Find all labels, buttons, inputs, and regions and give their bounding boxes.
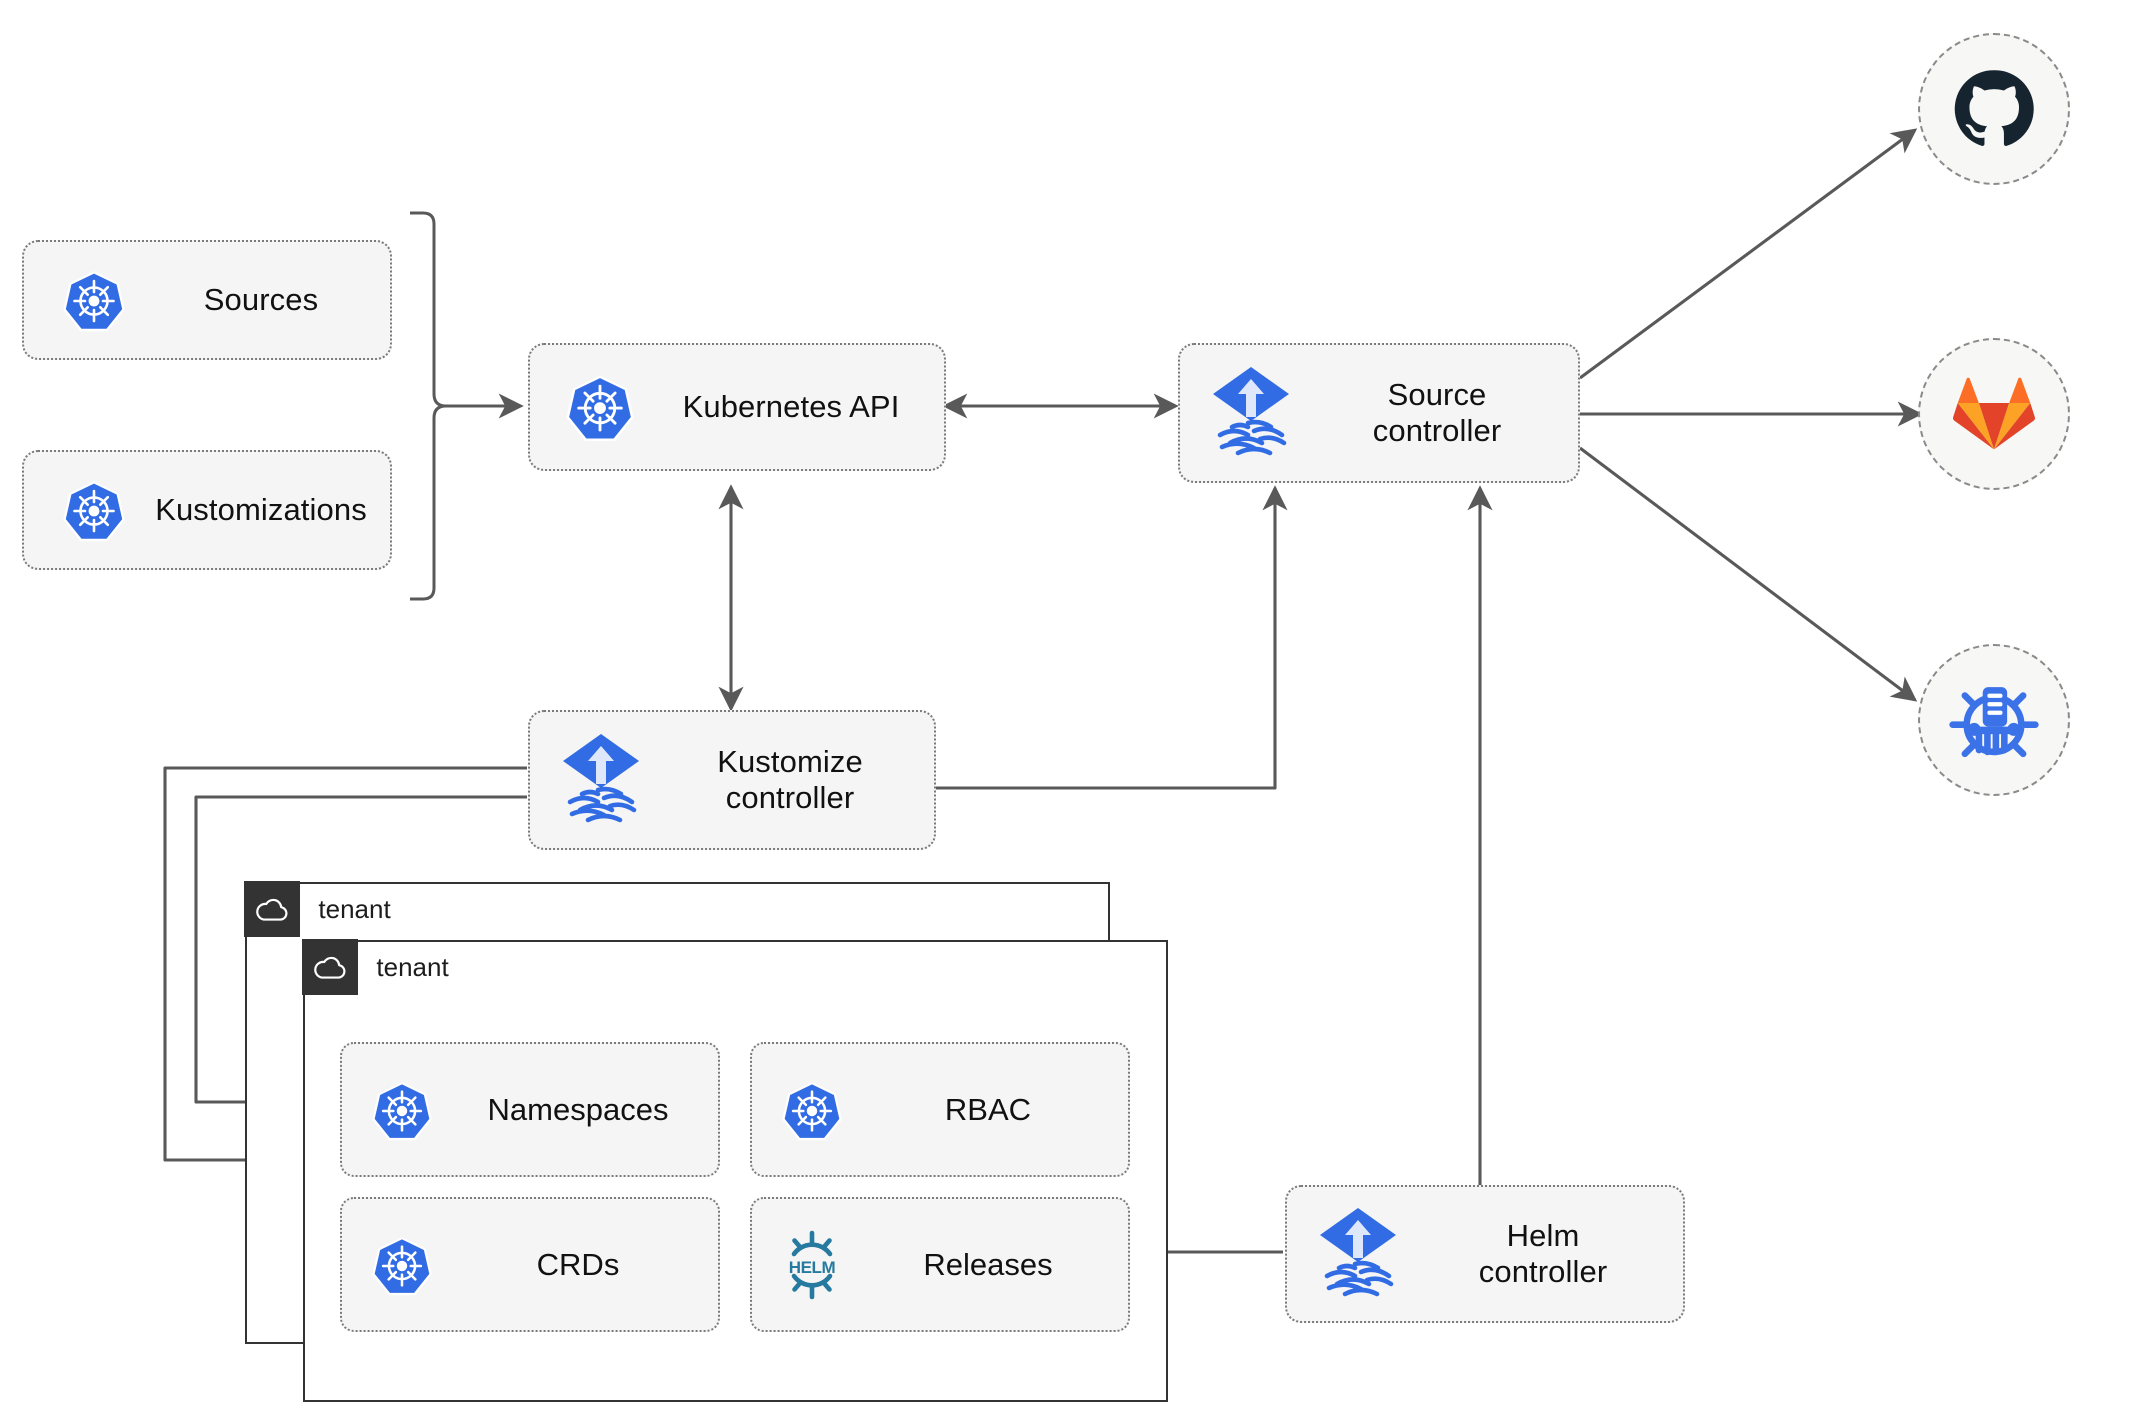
gitlab-icon xyxy=(1953,375,2035,453)
resource-namespaces[interactable]: Namespaces xyxy=(340,1042,720,1177)
kubernetes-icon xyxy=(552,372,648,442)
cloud-icon xyxy=(302,939,359,996)
resource-crds[interactable]: CRDs xyxy=(340,1197,720,1332)
node-label: Sources xyxy=(203,282,319,318)
flux-icon xyxy=(1303,1206,1413,1302)
cloud-icon xyxy=(244,881,301,938)
provider-gitlab[interactable] xyxy=(1918,338,2070,490)
node-sources[interactable]: Sources xyxy=(22,240,392,360)
resource-label: Releases xyxy=(923,1246,1053,1282)
resource-releases[interactable]: HELM Releases xyxy=(750,1197,1130,1332)
kubernetes-icon xyxy=(358,1079,446,1141)
flux-icon xyxy=(546,732,656,828)
helm-icon: HELM xyxy=(768,1230,856,1300)
node-label: Kubernetes API xyxy=(682,389,900,425)
github-icon xyxy=(1951,66,2037,152)
kubernetes-icon xyxy=(46,478,142,542)
flux-icon xyxy=(1196,365,1306,461)
helm-repository-icon xyxy=(1947,673,2041,767)
tenant-header: tenant xyxy=(244,881,391,938)
tenant-name: tenant xyxy=(376,951,449,982)
node-kubernetes-api[interactable]: Kubernetes API xyxy=(528,343,946,471)
node-label: Kustomizations xyxy=(155,492,367,528)
provider-github[interactable] xyxy=(1918,33,2070,185)
node-source-controller[interactable]: Source controller xyxy=(1178,343,1580,483)
provider-helm-repository[interactable] xyxy=(1918,644,2070,796)
resource-rbac[interactable]: RBAC xyxy=(750,1042,1130,1177)
tenant-container-inner[interactable]: tenant xyxy=(302,939,1168,1402)
kubernetes-icon xyxy=(358,1234,446,1296)
kubernetes-icon xyxy=(768,1079,856,1141)
tenant-name: tenant xyxy=(318,893,391,924)
resource-label: CRDs xyxy=(536,1246,620,1282)
node-helm-controller[interactable]: Helm controller xyxy=(1285,1185,1685,1323)
node-label: Kustomize controller xyxy=(717,744,863,815)
node-kustomize-controller[interactable]: Kustomize controller xyxy=(528,710,936,850)
svg-text:HELM: HELM xyxy=(789,1258,836,1277)
resource-label: Namespaces xyxy=(487,1091,669,1127)
node-kustomizations[interactable]: Kustomizations xyxy=(22,450,392,570)
resource-label: RBAC xyxy=(944,1091,1032,1127)
tenant-header: tenant xyxy=(302,939,449,996)
tenant-resource-grid: Namespaces xyxy=(340,1042,1130,1332)
kubernetes-icon xyxy=(46,268,142,332)
node-label: Helm controller xyxy=(1478,1218,1608,1289)
node-label: Source controller xyxy=(1372,377,1502,448)
